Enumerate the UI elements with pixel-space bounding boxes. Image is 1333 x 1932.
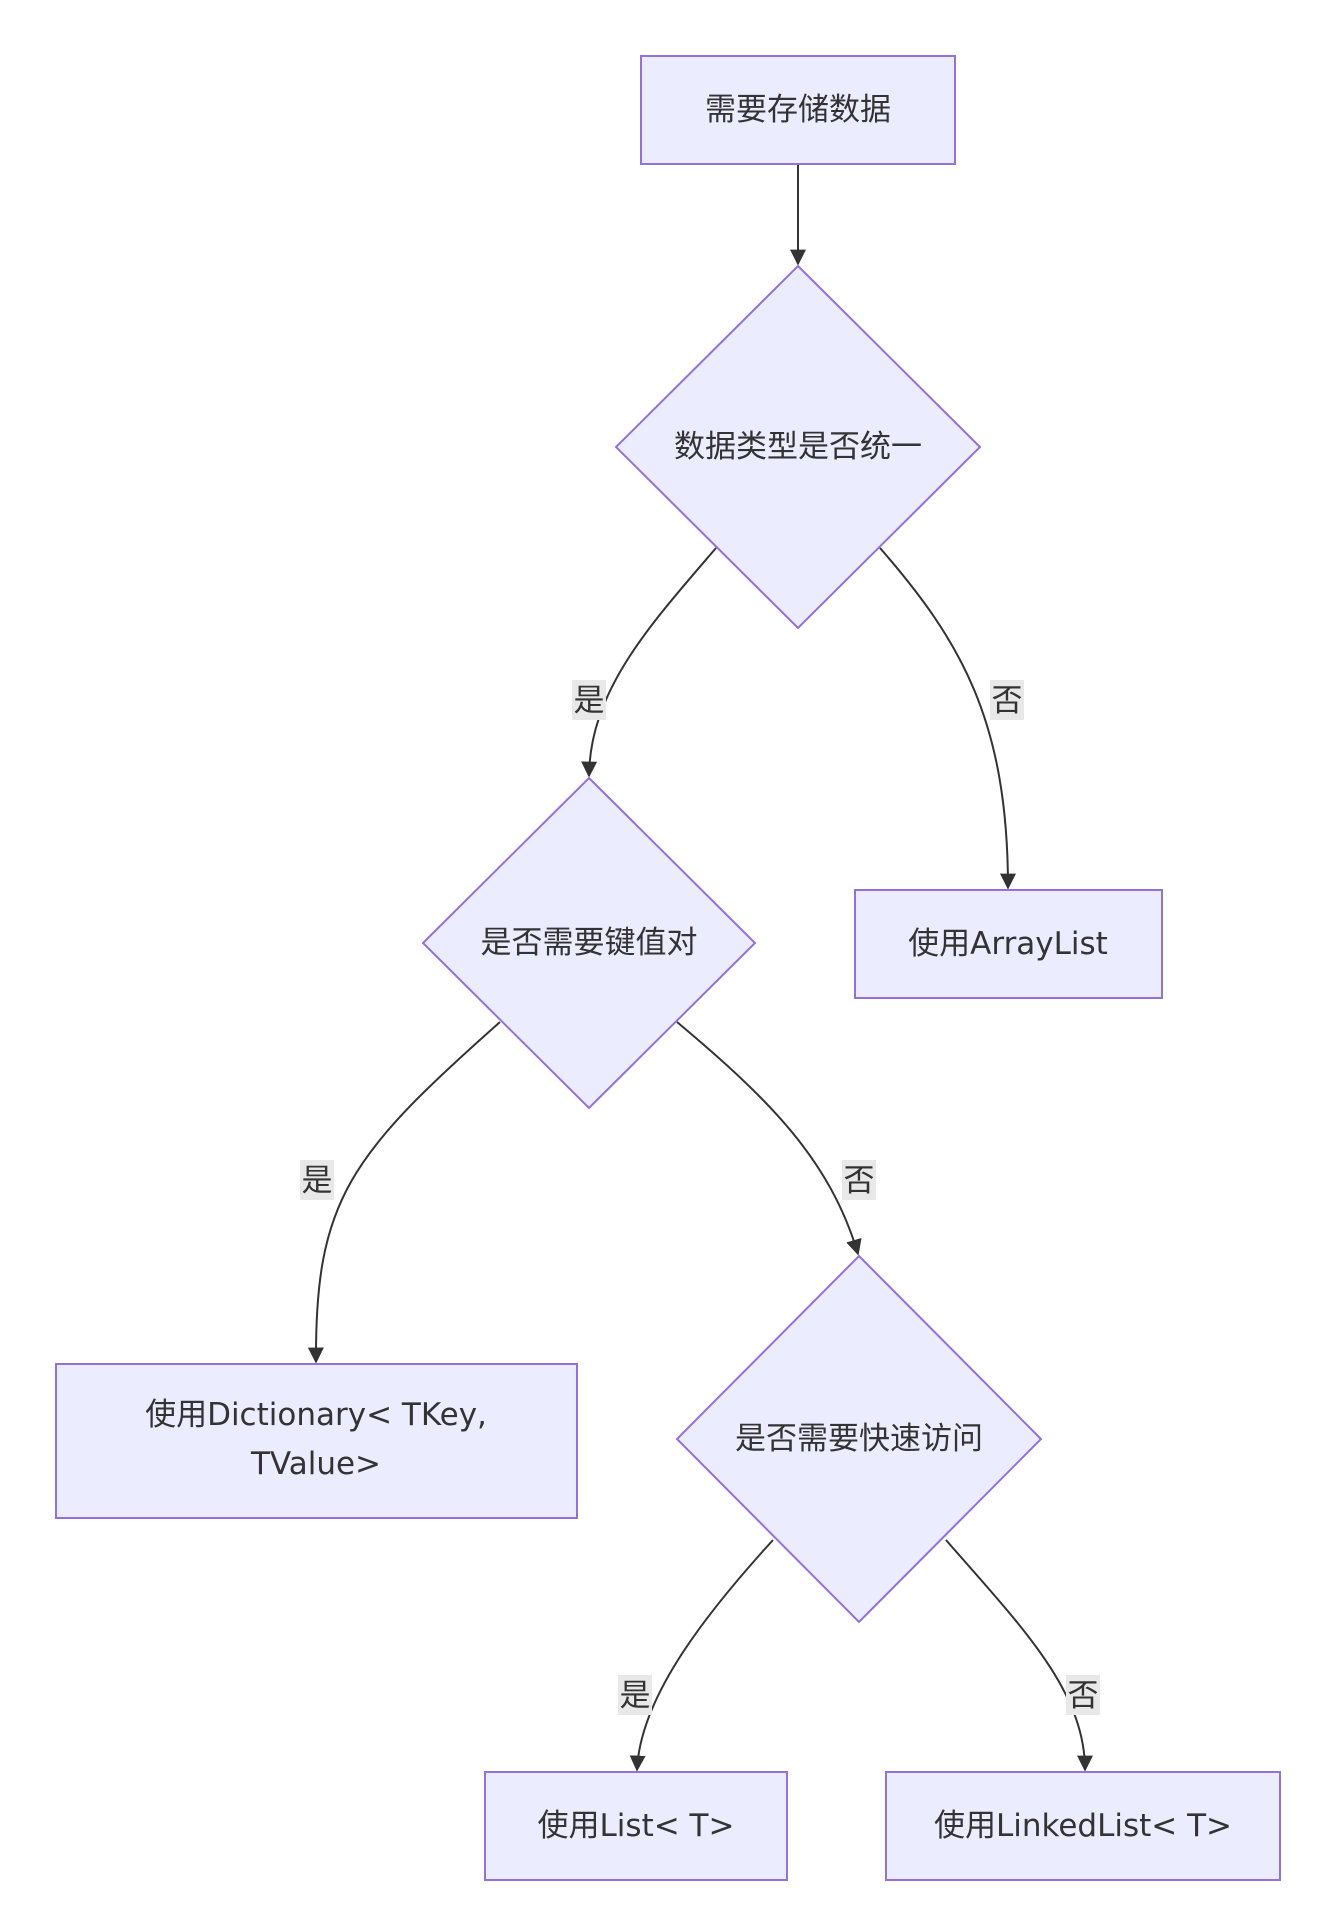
edges xyxy=(307,165,1093,1772)
node-label: 数据类型是否统一 xyxy=(674,429,922,465)
edge-label-keyvalue-yes: 是 xyxy=(300,1160,334,1200)
edge-label-uniform-yes: 是 xyxy=(572,680,606,720)
node-label: 需要存储数据 xyxy=(705,92,891,128)
node-label: 使用LinkedList< T> xyxy=(934,1808,1232,1844)
edge-uniform-yes xyxy=(581,547,717,778)
edge-label-keyvalue-no: 否 xyxy=(842,1160,876,1200)
edge-label-text: 是 xyxy=(620,1678,651,1714)
node-label-line-1: 使用Dictionary< TKey, xyxy=(145,1397,487,1433)
edge-keyvalue-no xyxy=(676,1021,862,1256)
node-list: 使用List< T> xyxy=(484,1771,788,1881)
edge-label-text: 是 xyxy=(302,1163,333,1199)
edge-label-fast-yes: 是 xyxy=(618,1675,652,1715)
edge-label-text: 否 xyxy=(844,1163,875,1199)
node-decision-keyvalue: 是否需要键值对 xyxy=(421,776,757,1110)
node-linkedlist: 使用LinkedList< T> xyxy=(885,1771,1281,1881)
edge-labels: 是 否 是 否 是 否 xyxy=(300,680,1100,1715)
node-label: 是否需要键值对 xyxy=(481,925,698,961)
edge-uniform-no xyxy=(879,547,1016,890)
node-decision-fast: 是否需要快速访问 xyxy=(675,1254,1043,1624)
edge-label-text: 否 xyxy=(1068,1678,1099,1714)
edge-keyvalue-yes xyxy=(307,1021,501,1364)
edge-label-uniform-no: 否 xyxy=(990,680,1024,720)
edge-label-text: 否 xyxy=(992,683,1023,719)
node-start: 需要存储数据 xyxy=(640,55,956,165)
edge-fast-no xyxy=(945,1539,1093,1772)
edge-fast-yes xyxy=(629,1539,774,1772)
node-label: 使用List< T> xyxy=(538,1808,735,1844)
node-label: 使用ArrayList xyxy=(908,926,1108,962)
node-decision-uniform: 数据类型是否统一 xyxy=(614,264,982,630)
node-label: 是否需要快速访问 xyxy=(735,1421,983,1457)
node-dictionary: 使用Dictionary< TKey, TValue> xyxy=(55,1363,578,1519)
edge-label-text: 是 xyxy=(574,683,605,719)
node-arraylist: 使用ArrayList xyxy=(854,889,1163,999)
edge-label-fast-no: 否 xyxy=(1066,1675,1100,1715)
node-label-line-2: TValue> xyxy=(250,1446,381,1482)
nodes: 需要存储数据 数据类型是否统一 是否需要键值对 使用ArrayList 使用Di… xyxy=(55,55,1281,1881)
